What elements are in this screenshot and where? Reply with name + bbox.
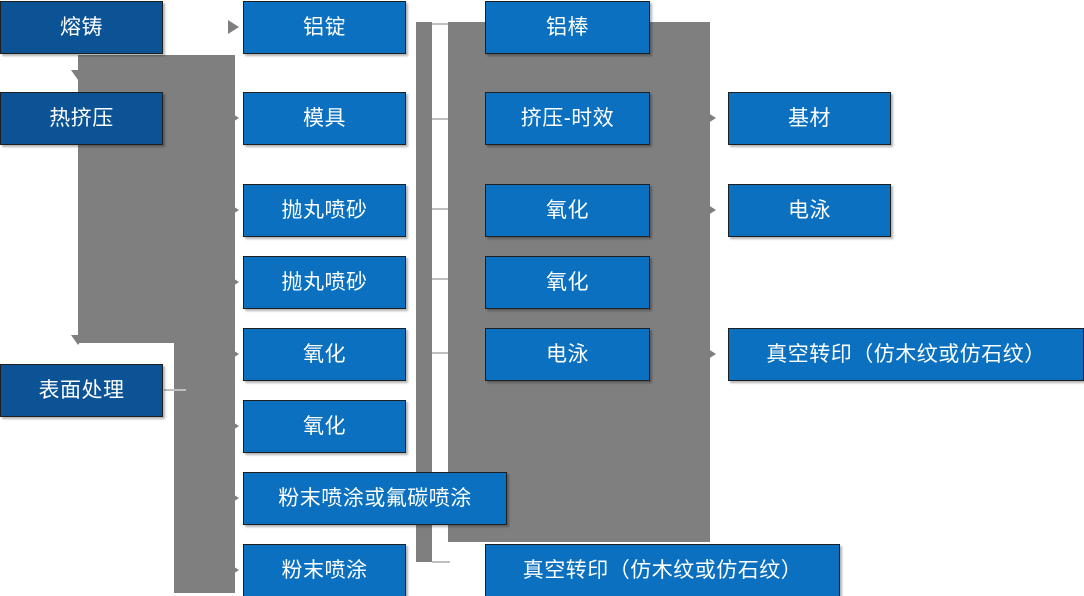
- connector-bridge-3: [432, 208, 450, 210]
- stage-box-2[interactable]: 热挤压: [0, 92, 163, 145]
- operation-box-6[interactable]: 氧化: [243, 400, 406, 453]
- connector-left-trunk-lower: [174, 343, 235, 593]
- arrow-down-stage3: [71, 335, 85, 345]
- arrow-to-op-6: [228, 419, 239, 433]
- stage-box-3[interactable]: 表面处理: [0, 364, 163, 417]
- operation-box-3[interactable]: 抛丸喷砂: [243, 184, 406, 237]
- connector-bridge-4: [432, 278, 450, 280]
- arrow-to-op-3: [228, 203, 239, 217]
- stage-box-1[interactable]: 熔铸: [0, 1, 163, 54]
- material-box-5[interactable]: 电泳: [485, 328, 650, 381]
- material-box-1[interactable]: 铝棒: [485, 1, 650, 54]
- material-box-3[interactable]: 氧化: [485, 184, 650, 237]
- operation-box-6-label: 氧化: [303, 414, 346, 438]
- arrow-to-op-7: [228, 491, 239, 505]
- connector-bridge-1: [432, 23, 450, 25]
- connector-bridge-6: [432, 561, 450, 563]
- arrow-to-out-3: [705, 347, 716, 361]
- arrow-to-out-1: [705, 111, 716, 125]
- operation-box-3-label: 抛丸喷砂: [281, 198, 368, 222]
- arrow-down-stage1: [71, 70, 85, 80]
- arrow-to-op-2: [228, 111, 239, 125]
- arrow-to-out-2: [705, 203, 716, 217]
- output-box-3-label: 真空转印（仿木纹或仿石纹）: [766, 342, 1046, 366]
- operation-box-8-label: 粉末喷涂: [281, 558, 368, 582]
- operation-box-4-label: 抛丸喷砂: [281, 270, 368, 294]
- material-box-1-label: 铝棒: [546, 15, 589, 39]
- output-box-2-label: 电泳: [788, 198, 831, 222]
- arrow-to-op-1: [228, 20, 239, 34]
- operation-box-4[interactable]: 抛丸喷砂: [243, 256, 406, 309]
- connector-stage3-stub: [164, 389, 186, 391]
- material-box-3-label: 氧化: [546, 198, 589, 222]
- operation-box-1[interactable]: 铝锭: [243, 1, 406, 54]
- output-box-1[interactable]: 基材: [728, 92, 891, 145]
- stage-box-3-label: 表面处理: [38, 378, 125, 402]
- connector-bridge-2: [432, 118, 450, 120]
- material-box-4[interactable]: 氧化: [485, 256, 650, 309]
- material-box-6-label: 真空转印（仿木纹或仿石纹）: [522, 558, 803, 582]
- output-box-1-label: 基材: [788, 106, 831, 130]
- output-box-3[interactable]: 真空转印（仿木纹或仿石纹）: [728, 328, 1084, 381]
- material-box-4-label: 氧化: [546, 270, 589, 294]
- arrow-to-op-8: [228, 563, 239, 577]
- operation-box-7[interactable]: 粉末喷涂或氟碳喷涂: [243, 472, 507, 525]
- arrow-to-op-5: [228, 347, 239, 361]
- operation-box-7-label: 粉末喷涂或氟碳喷涂: [278, 486, 472, 510]
- connector-middle-bar: [416, 22, 432, 562]
- material-box-6[interactable]: 真空转印（仿木纹或仿石纹）: [485, 544, 840, 596]
- stage-box-1-label: 熔铸: [60, 15, 103, 39]
- material-box-2[interactable]: 挤压-时效: [485, 92, 650, 145]
- operation-box-8[interactable]: 粉末喷涂: [243, 544, 406, 596]
- material-box-2-label: 挤压-时效: [520, 106, 615, 130]
- material-box-5-label: 电泳: [546, 342, 589, 366]
- arrow-to-op-4: [228, 275, 239, 289]
- output-box-2[interactable]: 电泳: [728, 184, 891, 237]
- operation-box-5[interactable]: 氧化: [243, 328, 406, 381]
- operation-box-2[interactable]: 模具: [243, 92, 406, 145]
- operation-box-1-label: 铝锭: [303, 15, 346, 39]
- stage-box-2-label: 热挤压: [49, 106, 114, 130]
- operation-box-5-label: 氧化: [303, 342, 346, 366]
- operation-box-2-label: 模具: [303, 106, 346, 130]
- connector-bridge-5: [432, 352, 450, 354]
